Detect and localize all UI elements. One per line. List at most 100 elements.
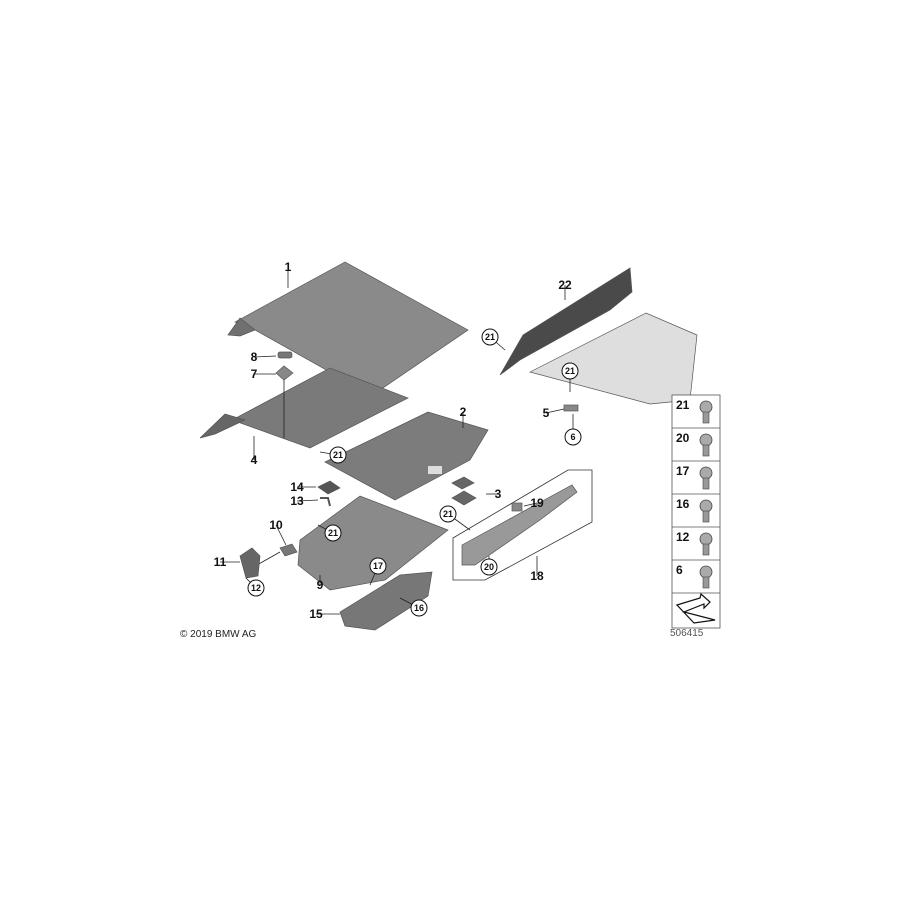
callout-1[interactable]: 1 — [285, 260, 292, 288]
callout-label: 1 — [285, 260, 292, 274]
arrow-icon — [675, 592, 716, 624]
callout-10[interactable]: 10 — [269, 518, 287, 546]
callout-21[interactable]: 21 — [439, 505, 471, 531]
callout-4[interactable]: 4 — [251, 436, 258, 467]
callout-label: 17 — [373, 561, 383, 571]
callout-label: 5 — [543, 406, 550, 420]
part-4-floor-panel[interactable] — [231, 367, 409, 449]
callout-circle — [369, 557, 387, 575]
callout-22[interactable]: 22 — [558, 278, 572, 300]
legend-label: 17 — [676, 464, 690, 478]
part-1-floor-cover[interactable] — [234, 261, 469, 391]
legend-item-20[interactable]: 20 — [672, 427, 720, 457]
callout-label: 9 — [317, 578, 324, 592]
callout-label: 13 — [290, 494, 304, 508]
copyright: © 2019 BMW AG — [180, 629, 257, 640]
callout-15[interactable]: 15 — [309, 607, 340, 621]
callout-label: 21 — [565, 366, 575, 376]
part-3-cover-b[interactable] — [451, 490, 477, 506]
leader-line — [253, 355, 277, 358]
callout-label: 21 — [333, 450, 343, 460]
part-9-tray[interactable] — [297, 495, 449, 591]
part-15-bracket[interactable] — [339, 571, 433, 631]
part-2-floor-panel[interactable] — [324, 411, 489, 501]
callout-label: 18 — [530, 569, 544, 583]
part-19-pad[interactable] — [511, 502, 523, 512]
callout-label: 6 — [570, 432, 575, 442]
leader-line — [296, 499, 319, 502]
callout-13[interactable]: 13 — [290, 494, 319, 508]
legend-item-6[interactable]: 6 — [672, 559, 720, 589]
part-5-clip[interactable] — [563, 404, 579, 412]
fastener-icon — [699, 400, 713, 414]
part-18-loading-sill[interactable] — [461, 484, 578, 566]
fastener-shank — [702, 444, 710, 457]
fastener-shank — [702, 411, 710, 424]
callout-label: 3 — [495, 487, 502, 501]
callout-label: 21 — [328, 528, 338, 538]
callout-7[interactable]: 7 — [251, 367, 276, 381]
callout-circle — [329, 446, 347, 464]
fastener-shank — [702, 477, 710, 490]
callout-circle — [480, 558, 498, 576]
callout-label: 16 — [414, 603, 424, 613]
callout-label: 22 — [558, 278, 572, 292]
callout-6[interactable]: 6 — [564, 414, 582, 446]
diagram-number: 506415 — [670, 628, 704, 639]
part-4-side — [199, 413, 246, 439]
fastener-shank — [702, 510, 710, 523]
callout-20[interactable]: 20 — [480, 556, 498, 576]
part-10-latch[interactable] — [279, 543, 298, 557]
callout-14[interactable]: 14 — [290, 480, 316, 494]
part-14-bracket[interactable] — [317, 480, 341, 495]
callout-label: 21 — [485, 332, 495, 342]
callout-9[interactable]: 9 — [317, 575, 324, 592]
callout-18[interactable]: 18 — [530, 556, 544, 583]
callout-3[interactable]: 3 — [486, 487, 502, 501]
part-8-cap[interactable] — [277, 351, 293, 359]
fastener-icon — [699, 466, 713, 480]
fastener-icon — [699, 565, 713, 579]
callout-circle — [324, 524, 342, 542]
callout-17[interactable]: 17 — [369, 557, 387, 586]
legend-item-17[interactable]: 17 — [672, 460, 720, 490]
callout-label: 8 — [251, 350, 258, 364]
callout-circle — [481, 328, 499, 346]
callout-label: 12 — [251, 583, 261, 593]
part-22-partition[interactable] — [499, 267, 633, 376]
legend-item-12[interactable]: 12 — [672, 526, 720, 556]
callout-label: 2 — [460, 405, 467, 419]
legend-item-16[interactable]: 16 — [672, 493, 720, 523]
part-3-cover-a[interactable] — [451, 476, 475, 490]
leader-line — [275, 524, 287, 546]
callout-circle — [561, 362, 579, 380]
callout-19[interactable]: 19 — [523, 496, 544, 510]
callout-circle — [247, 579, 265, 597]
legend-item-21[interactable]: 21 — [676, 398, 713, 424]
part-13-clip[interactable] — [320, 497, 331, 507]
callout-11[interactable]: 11 — [214, 555, 240, 569]
callout-circle — [410, 599, 428, 617]
callout-2[interactable]: 2 — [460, 405, 467, 428]
part-11-handle[interactable] — [239, 547, 261, 579]
callout-21[interactable]: 21 — [319, 446, 347, 464]
fastener-shank — [702, 543, 710, 556]
callout-16[interactable]: 16 — [399, 597, 428, 617]
callout-label: 19 — [530, 496, 544, 510]
callout-21[interactable]: 21 — [561, 362, 579, 392]
fastener-shank — [702, 576, 710, 589]
part-7-holder[interactable] — [275, 365, 294, 381]
part-2-opening — [428, 466, 442, 474]
callout-label: 11 — [214, 555, 227, 569]
callout-12[interactable]: 12 — [245, 577, 265, 597]
callout-label: 7 — [251, 367, 258, 381]
part-1-flap — [227, 317, 256, 337]
callout-label: 21 — [443, 509, 453, 519]
callout-21[interactable]: 21 — [481, 328, 506, 351]
callout-21[interactable]: 21 — [317, 524, 342, 542]
callout-5[interactable]: 5 — [543, 406, 565, 420]
light-panel[interactable] — [529, 312, 698, 405]
callout-8[interactable]: 8 — [251, 350, 277, 364]
